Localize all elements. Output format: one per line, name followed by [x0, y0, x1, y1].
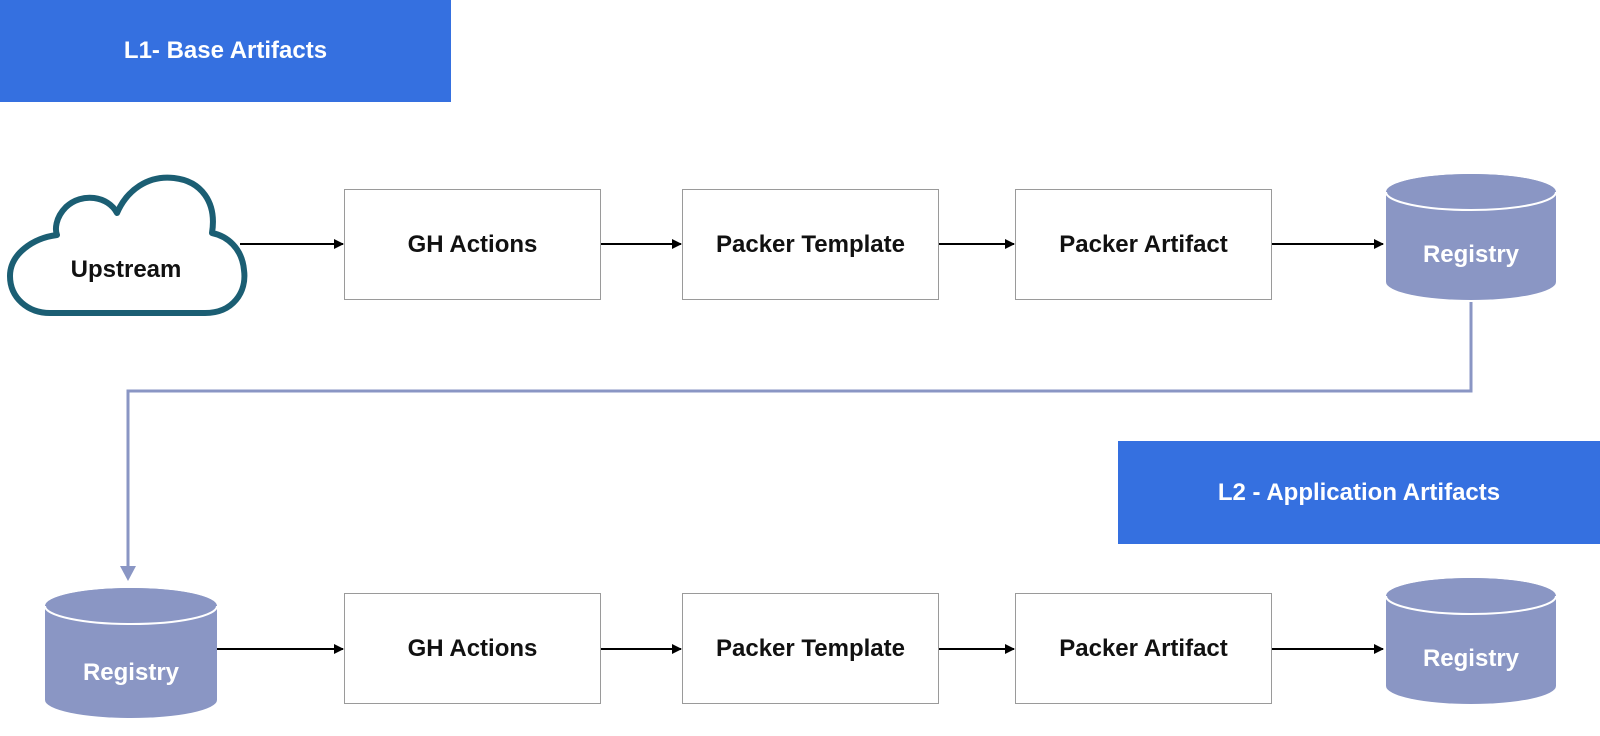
registry-target-label: Registry: [1386, 636, 1556, 682]
packer-template-label: Packer Template: [716, 230, 905, 258]
packer-artifact-box: Packer Artifact: [1015, 189, 1272, 300]
packer-artifact-label: Packer Artifact: [1059, 230, 1228, 258]
section-title-l1: L1- Base Artifacts: [123, 37, 328, 64]
upstream-text: Upstream: [70, 256, 182, 283]
gh-actions-box: GH Actions: [344, 189, 601, 300]
gh-actions-box: GH Actions: [344, 593, 601, 704]
section-title-l2: L2 - Application Artifacts: [1217, 478, 1501, 506]
packer-template-label: Packer Template: [716, 634, 905, 662]
registry-source-text: Registry: [82, 659, 180, 686]
connector-l1-to-l2: [126, 302, 1473, 566]
packer-template-box: Packer Template: [682, 593, 939, 704]
gh-actions-label: GH Actions: [407, 230, 538, 258]
packer-artifact-box: Packer Artifact: [1015, 593, 1272, 704]
database-icon: [44, 588, 218, 718]
cloud-icon: [7, 174, 248, 316]
database-icon: [1385, 578, 1557, 704]
gh-actions-label: GH Actions: [407, 634, 538, 662]
packer-template-box: Packer Template: [682, 189, 939, 300]
section-banner-l1: L1- Base Artifacts: [0, 0, 451, 102]
registry-label: Registry: [1386, 232, 1556, 278]
packer-artifact-label: Packer Artifact: [1059, 634, 1228, 662]
connector-arrowhead: [120, 566, 136, 581]
database-icon: [1385, 174, 1557, 300]
registry-target-text: Registry: [1422, 645, 1520, 672]
registry-text: Registry: [1422, 241, 1520, 268]
upstream-label: Upstream: [20, 248, 232, 292]
section-banner-l2: L2 - Application Artifacts: [1118, 441, 1600, 544]
registry-source-label: Registry: [45, 650, 217, 696]
